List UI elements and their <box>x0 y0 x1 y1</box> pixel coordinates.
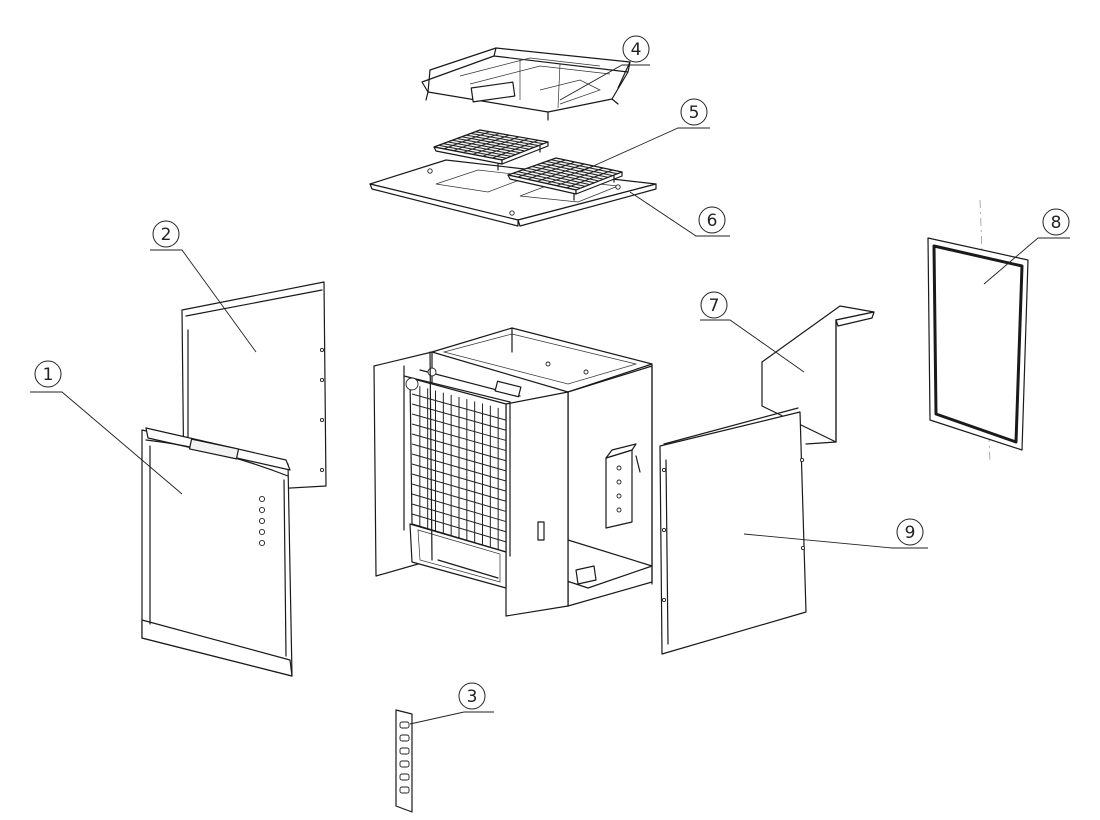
svg-text:4: 4 <box>631 40 642 60</box>
svg-text:8: 8 <box>1051 213 1062 233</box>
callout-7: 7 <box>700 291 805 373</box>
svg-text:3: 3 <box>467 687 478 707</box>
svg-text:2: 2 <box>161 225 172 245</box>
part-6-top-plate <box>369 159 657 227</box>
mounting-bracket <box>605 443 641 529</box>
svg-text:7: 7 <box>709 296 720 316</box>
part-2-side-panel-left <box>181 281 327 495</box>
callout-8: 8 <box>983 208 1070 285</box>
part-4-wire-rack <box>421 47 631 121</box>
svg-text:9: 9 <box>905 523 916 543</box>
part-3-control-strip <box>395 709 413 813</box>
callout-4: 4 <box>559 35 650 101</box>
svg-text:1: 1 <box>43 365 54 385</box>
callout-5: 5 <box>579 98 710 173</box>
callout-2: 2 <box>150 220 257 353</box>
svg-text:6: 6 <box>707 211 718 231</box>
filter-grid-left <box>433 129 549 171</box>
callout-9: 9 <box>743 518 928 549</box>
callout-1: 1 <box>30 360 183 495</box>
part-5-filter-grids <box>433 129 623 201</box>
part-9-side-panel-right <box>659 407 807 655</box>
part-8-rear-panel <box>927 199 1029 463</box>
part-7-inner-baffle <box>761 305 875 445</box>
svg-text:5: 5 <box>689 103 700 123</box>
main-cabinet <box>373 327 653 617</box>
callouts: 1 2 3 4 5 6 7 <box>30 35 1070 725</box>
callout-3: 3 <box>409 682 494 725</box>
callout-6: 6 <box>629 191 730 237</box>
part-1-front-door <box>141 427 293 677</box>
